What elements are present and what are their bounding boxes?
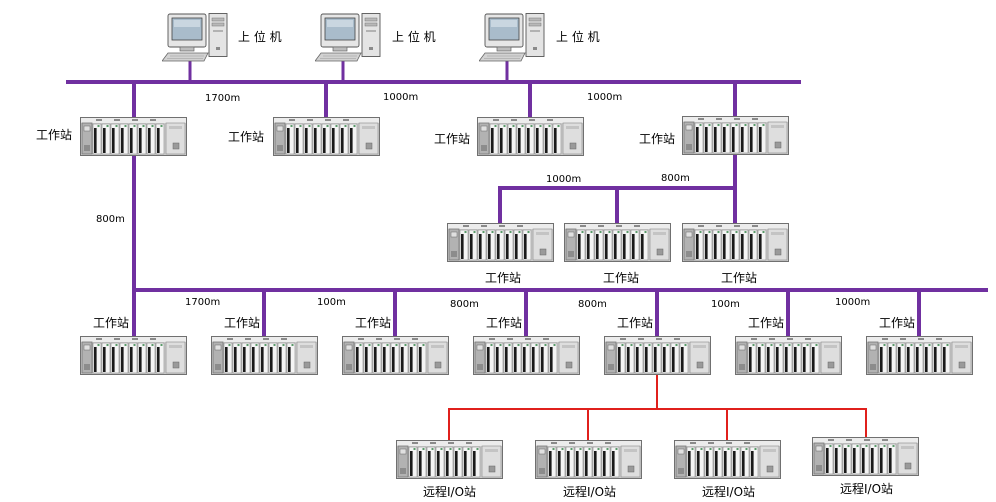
lower-workstation-4: 工作站 <box>473 316 580 375</box>
host-computer-icon <box>479 13 545 62</box>
host-computer-icon <box>315 13 381 62</box>
workstation-label: 工作站 <box>879 316 915 330</box>
branch-workstation-3: 工作站 <box>682 223 789 285</box>
lower-workstation-3: 工作站 <box>342 316 449 375</box>
plc-rack-icon <box>674 440 781 479</box>
remote-io-label: 远程I/O站 <box>423 484 476 499</box>
workstation-label: 工作站 <box>224 316 260 330</box>
remote-io-label: 远程I/O站 <box>563 484 616 499</box>
distance-label: 100m <box>711 299 740 310</box>
workstation-label: 工作站 <box>434 132 470 146</box>
upper-workstation-2: 工作站 <box>228 117 380 156</box>
distance-label: 800m <box>578 299 607 310</box>
plc-rack-icon <box>447 223 554 262</box>
workstation-label: 工作站 <box>603 271 639 285</box>
upper-workstation-3: 工作站 <box>434 117 584 156</box>
workstation-label: 工作站 <box>228 130 264 144</box>
workstation-label: 工作站 <box>93 316 129 330</box>
host-computer-2: 上 位 机 <box>315 13 436 62</box>
plc-rack-icon <box>866 336 973 375</box>
remote-io-station-4: 远程I/O站 <box>812 437 919 496</box>
workstation-label: 工作站 <box>355 316 391 330</box>
distance-label: 800m <box>661 173 690 184</box>
host-computer-3: 上 位 机 <box>479 13 600 62</box>
plc-rack-icon <box>682 223 789 262</box>
plc-rack-icon <box>273 117 380 156</box>
upper-workstation-1: 工作站 <box>36 117 187 156</box>
host-label: 上 位 机 <box>238 29 282 44</box>
remote-io-station-2: 远程I/O站 <box>535 440 642 499</box>
distance-label: 1000m <box>835 297 870 308</box>
distance-label: 800m <box>450 299 479 310</box>
workstation-label: 工作站 <box>485 271 521 285</box>
branch-workstation-2: 工作站 <box>564 223 671 285</box>
plc-rack-icon <box>80 336 187 375</box>
lower-workstation-1: 工作站 <box>80 316 187 375</box>
plc-rack-icon <box>682 116 789 155</box>
plc-rack-icon <box>80 117 187 156</box>
fieldbus-network-lines <box>66 60 988 338</box>
plc-rack-icon <box>535 440 642 479</box>
lower-workstation-6: 工作站 <box>735 316 842 375</box>
branch-workstation-1: 工作站 <box>447 223 554 285</box>
distance-label: 1000m <box>587 92 622 103</box>
workstation-label: 工作站 <box>721 271 757 285</box>
distance-label: 1700m <box>205 93 240 104</box>
workstation-label: 工作站 <box>36 128 72 142</box>
plc-rack-icon <box>564 223 671 262</box>
host-label: 上 位 机 <box>556 29 600 44</box>
distance-label: 1000m <box>383 92 418 103</box>
remote-io-label: 远程I/O站 <box>702 484 755 499</box>
workstation-label: 工作站 <box>617 316 653 330</box>
plc-rack-icon <box>396 440 503 479</box>
remote-io-station-1: 远程I/O站 <box>396 440 503 499</box>
plc-rack-icon <box>473 336 580 375</box>
lower-workstation-7: 工作站 <box>866 316 973 375</box>
remote-io-label: 远程I/O站 <box>840 481 893 496</box>
distance-label: 800m <box>96 214 125 225</box>
host-label: 上 位 机 <box>392 29 436 44</box>
remote-io-station-3: 远程I/O站 <box>674 440 781 499</box>
workstation-label: 工作站 <box>748 316 784 330</box>
plc-rack-icon <box>211 336 318 375</box>
plc-rack-icon <box>477 117 584 156</box>
lower-workstation-5: 工作站 <box>604 316 711 375</box>
remote-io-lines <box>448 374 867 441</box>
upper-workstation-4: 工作站 <box>639 116 789 155</box>
plc-rack-icon <box>342 336 449 375</box>
lower-workstation-2: 工作站 <box>211 316 318 375</box>
host-computer-icon <box>162 13 228 62</box>
distance-label: 1700m <box>185 297 220 308</box>
plc-rack-icon <box>604 336 711 375</box>
plc-rack-icon <box>735 336 842 375</box>
workstation-label: 工作站 <box>639 132 675 146</box>
distance-label: 100m <box>317 297 346 308</box>
host-computer-1: 上 位 机 <box>162 13 282 62</box>
plc-rack-icon <box>812 437 919 476</box>
workstation-label: 工作站 <box>486 316 522 330</box>
distance-label: 1000m <box>546 174 581 185</box>
